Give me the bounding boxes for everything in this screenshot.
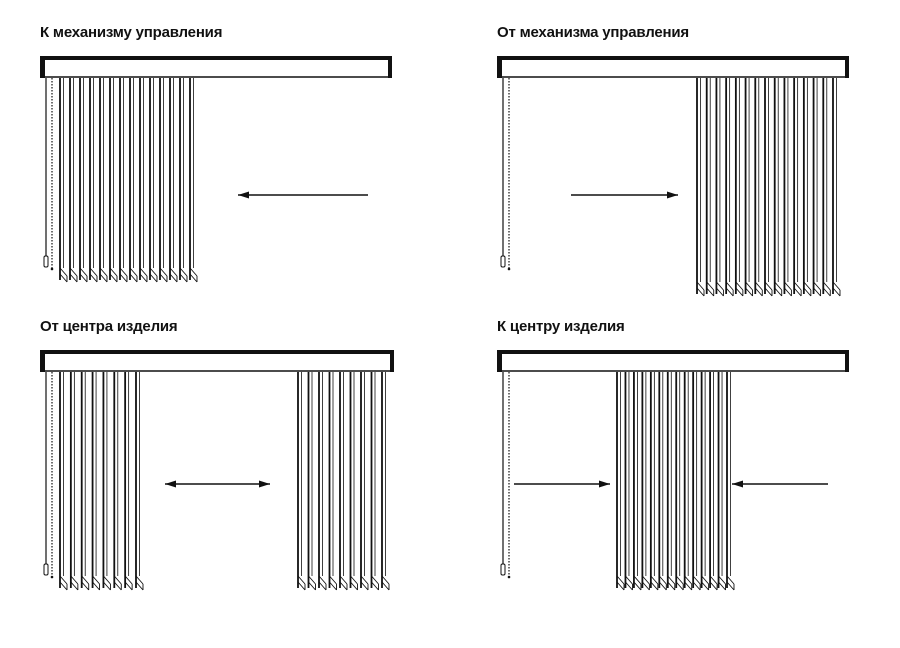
slat xyxy=(773,78,783,297)
slat xyxy=(360,372,369,591)
panel-to-center xyxy=(497,350,849,591)
slat xyxy=(675,372,684,591)
slat xyxy=(744,78,754,297)
slat xyxy=(119,78,128,283)
direction-arrow-icon xyxy=(238,191,368,199)
headrail-top-edge xyxy=(40,56,392,60)
slat xyxy=(124,372,133,591)
headrail xyxy=(498,351,848,372)
headrail-right-end xyxy=(390,350,394,372)
slat xyxy=(802,78,812,297)
slat xyxy=(649,372,659,591)
slat xyxy=(683,372,693,591)
direction-arrow-icon xyxy=(571,191,678,199)
slat xyxy=(696,78,705,297)
slat xyxy=(109,78,118,283)
slat xyxy=(297,372,306,591)
slat xyxy=(318,372,327,591)
slat xyxy=(822,78,831,297)
headrail xyxy=(498,57,848,78)
slat xyxy=(139,78,148,283)
headrail-right-end xyxy=(845,350,849,372)
chain-end-icon xyxy=(507,267,511,271)
headrail-right-end xyxy=(845,56,849,78)
panel-from-control xyxy=(497,56,849,297)
slat xyxy=(616,372,625,591)
cord-weight-icon xyxy=(43,563,49,576)
slat xyxy=(783,78,792,297)
chain-end-icon xyxy=(50,575,54,579)
slat xyxy=(692,372,701,591)
headrail-top-edge xyxy=(40,350,394,354)
slat xyxy=(715,78,724,297)
headrail-left-end xyxy=(497,350,502,372)
slat xyxy=(179,78,188,283)
cord-weight-icon xyxy=(500,255,506,268)
slat xyxy=(349,372,358,591)
slat xyxy=(135,372,144,591)
headrail xyxy=(41,351,393,372)
slat xyxy=(666,372,676,591)
slat xyxy=(370,372,379,591)
slat xyxy=(734,78,744,297)
slat xyxy=(709,372,718,591)
slat xyxy=(726,372,735,591)
slat xyxy=(80,372,90,591)
slat xyxy=(307,372,316,591)
headrail-left-end xyxy=(40,350,45,372)
headrail-right-end xyxy=(388,56,392,78)
slat xyxy=(700,372,710,591)
direction-arrow-icon xyxy=(165,480,270,488)
slat xyxy=(59,372,68,591)
direction-arrow-icon xyxy=(514,480,610,488)
slat xyxy=(159,78,168,283)
slat xyxy=(69,78,78,283)
panel-to-control xyxy=(40,56,392,283)
slat xyxy=(69,372,79,591)
slat xyxy=(633,372,642,591)
slat xyxy=(725,78,734,297)
panel-title-to-control: К механизму управления xyxy=(40,24,223,41)
panel-title-to-center: К центру изделия xyxy=(497,318,625,335)
panel-title-from-control: От механизма управления xyxy=(497,24,689,41)
cord-weight-icon xyxy=(43,255,49,268)
slat xyxy=(812,78,822,297)
headrail-top-edge xyxy=(497,56,849,60)
headrail-left-end xyxy=(497,56,502,78)
slat xyxy=(339,372,348,591)
headrail-top-edge xyxy=(497,350,849,354)
panel-title-from-center: От центра изделия xyxy=(40,318,178,335)
slat xyxy=(328,372,337,591)
slat xyxy=(89,78,98,283)
slat xyxy=(754,78,763,297)
slat xyxy=(149,78,158,283)
slat xyxy=(658,372,667,591)
slat xyxy=(79,78,88,283)
slat xyxy=(764,78,773,297)
slat xyxy=(793,78,802,297)
cord-weight-icon xyxy=(500,563,506,576)
chain-end-icon xyxy=(507,575,511,579)
direction-arrow-icon xyxy=(732,480,828,488)
slat xyxy=(717,372,726,591)
slat xyxy=(624,372,633,591)
chain-end-icon xyxy=(50,267,54,271)
slat xyxy=(102,372,111,591)
slat xyxy=(705,78,715,297)
slat xyxy=(91,372,101,591)
slat xyxy=(99,78,108,283)
panel-from-center xyxy=(40,350,394,591)
headrail-left-end xyxy=(40,56,45,78)
slat xyxy=(169,78,178,283)
slat xyxy=(832,78,841,297)
slat xyxy=(381,372,390,591)
headrail xyxy=(41,57,391,78)
slat xyxy=(189,78,198,283)
slat xyxy=(641,372,650,591)
slat xyxy=(59,78,68,283)
slat xyxy=(129,78,138,283)
slat xyxy=(113,372,122,591)
